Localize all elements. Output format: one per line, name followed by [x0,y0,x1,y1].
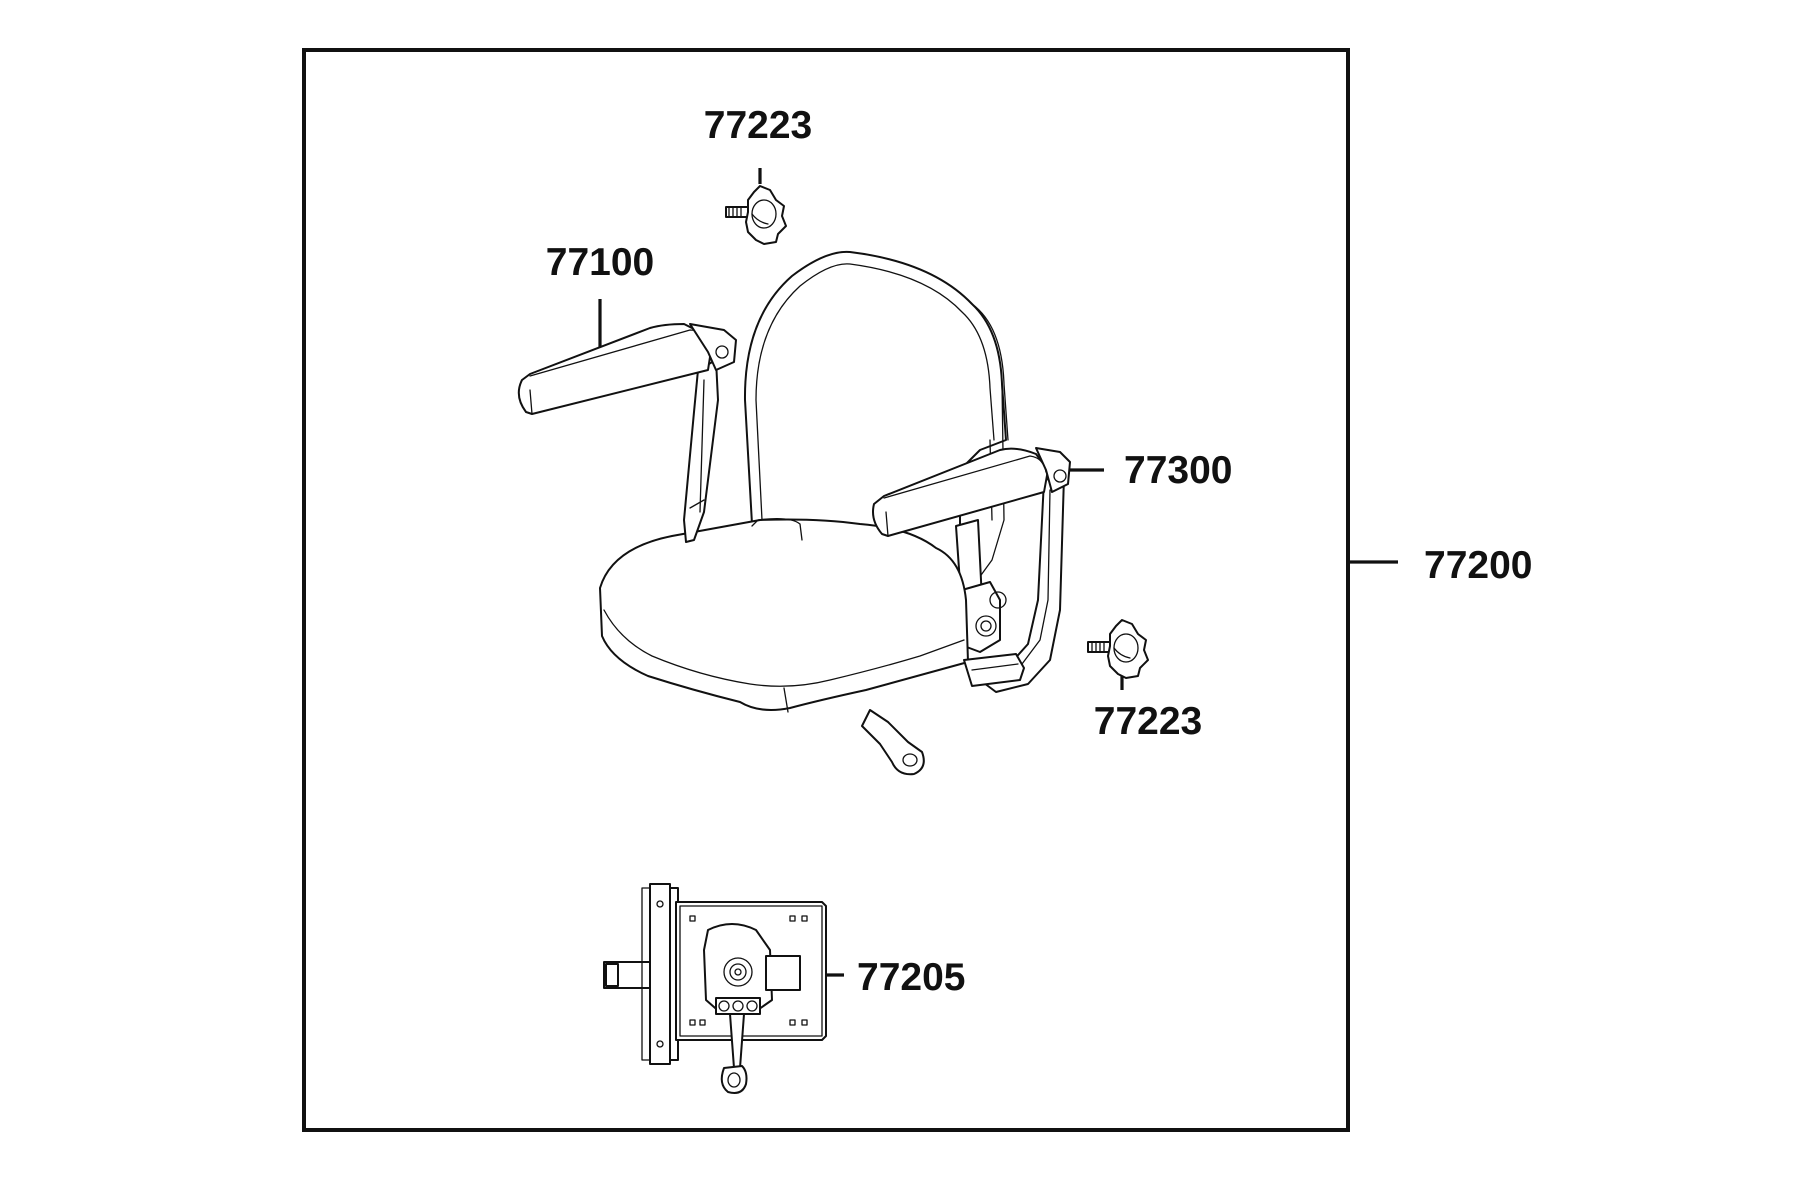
label-77200: 77200 [1424,544,1532,587]
knob-bottom [1087,619,1149,679]
left-armrest-pad [517,323,713,415]
swivel-base [603,883,827,1094]
part-labels: 77223 77100 77300 77200 77223 77205 [546,104,1533,999]
seat-cushion [599,518,969,711]
assembly-frame [302,48,1350,1132]
label-77300: 77300 [1124,449,1232,492]
label-77223-top: 77223 [704,104,812,147]
swivel-lever [861,709,925,776]
plate-holes [689,915,808,1026]
left-armrest-upright [683,359,719,543]
right-armrest-upright [979,475,1065,693]
seat-assembly [517,250,1071,776]
label-77223-bottom: 77223 [1094,700,1202,743]
label-77100: 77100 [546,241,654,284]
label-77205: 77205 [857,956,965,999]
knob-top [725,185,787,245]
